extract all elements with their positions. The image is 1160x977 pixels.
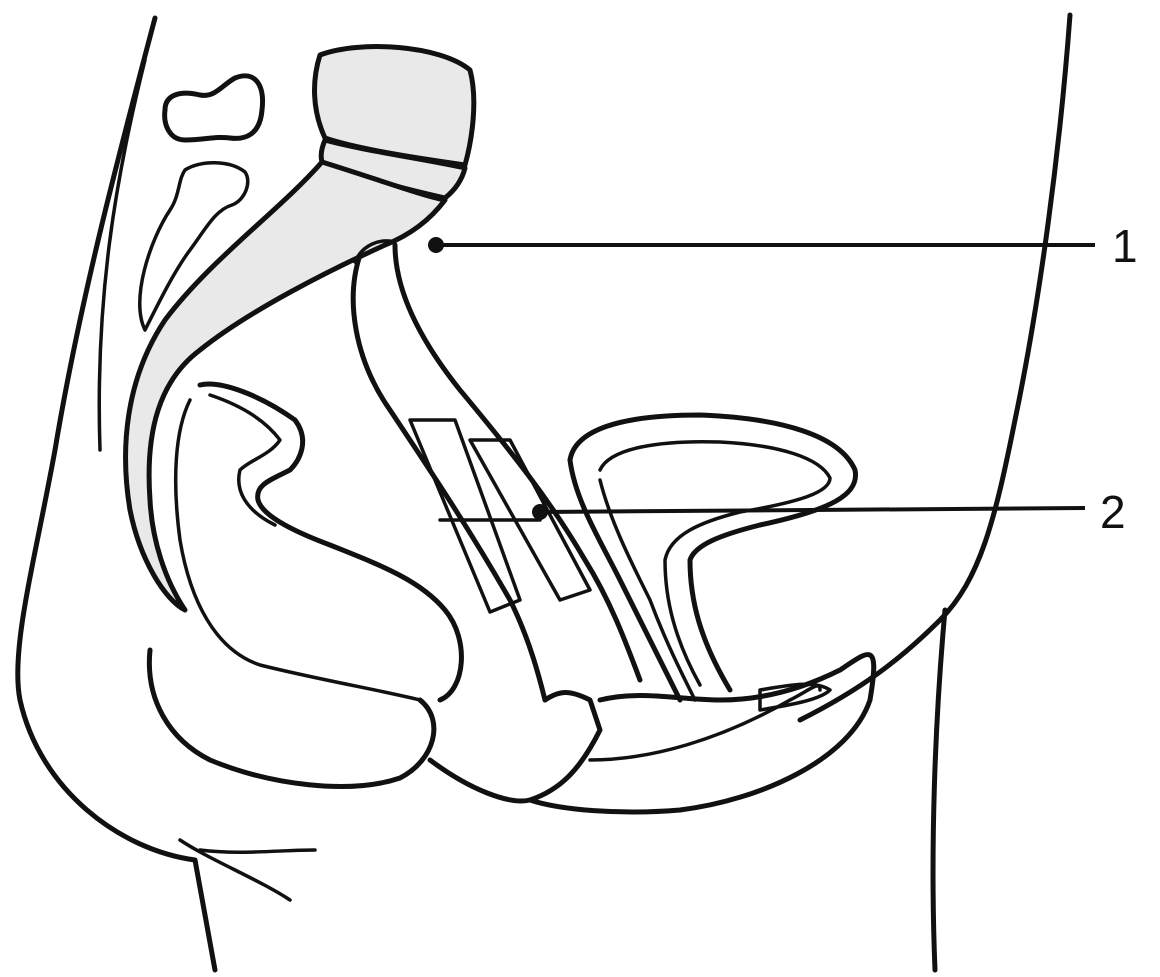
sacrum xyxy=(126,162,445,610)
label-dot-2 xyxy=(532,504,548,520)
vagina-posterior-wall xyxy=(353,255,545,700)
introitus xyxy=(430,693,600,801)
gluteal-fold-2 xyxy=(200,850,315,852)
bladder-inner xyxy=(600,442,830,685)
label-dot-1 xyxy=(428,237,444,253)
rectum-outer xyxy=(200,384,461,700)
anal-canal xyxy=(149,650,434,786)
rectum-inner xyxy=(176,400,420,700)
bowel-loop-upper xyxy=(165,76,263,140)
back-outline xyxy=(18,18,215,970)
abdomen-outline xyxy=(800,15,1070,720)
labia xyxy=(530,655,874,812)
leader-line-2 xyxy=(540,508,1085,512)
label-2: 2 xyxy=(1100,486,1126,538)
thigh-outline xyxy=(933,610,945,970)
device-left-plate xyxy=(410,420,520,612)
label-1: 1 xyxy=(1112,220,1138,272)
rectum-wall xyxy=(210,395,280,525)
